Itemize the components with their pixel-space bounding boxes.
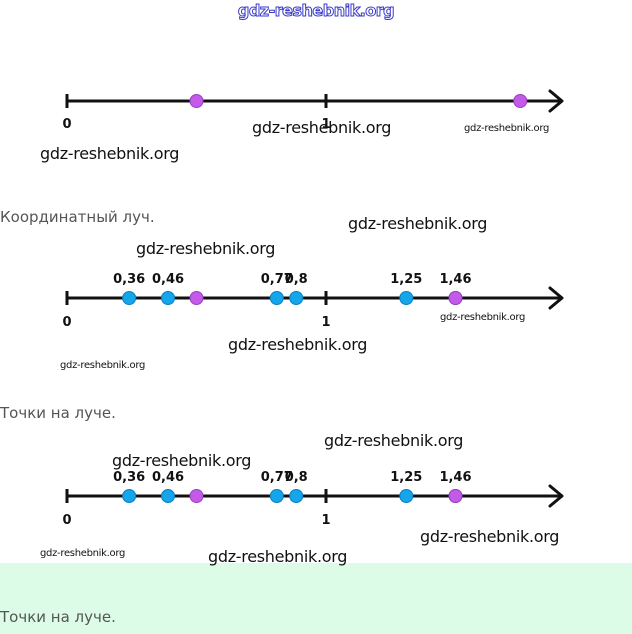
blue-point [161, 291, 176, 305]
origin-label: 0 [62, 315, 71, 330]
watermark: gdz-reshebnik.org [252, 118, 392, 137]
arrow-head [548, 484, 564, 508]
point-label: 1,25 [390, 272, 422, 287]
point-label: 1,46 [439, 272, 471, 287]
origin-label: 0 [62, 117, 71, 132]
watermark: gdz-reshebnik.org [208, 547, 348, 566]
blue-point [399, 291, 414, 305]
purple-point [189, 489, 204, 503]
blue-point [161, 489, 176, 503]
coordinate-ray-3: 0 1 0,36 0,46 0,770,8 1,25 1,46 [62, 470, 564, 528]
point-label: 0,77 [261, 272, 293, 287]
watermark: gdz-reshebnik.org [324, 431, 464, 450]
origin-label: 0 [62, 513, 71, 528]
unit-label: 1 [321, 117, 330, 132]
blue-point [122, 291, 137, 305]
watermark: gdz-reshebnik.org [348, 214, 488, 233]
point-label: 0,8 [285, 272, 308, 287]
caption-points-on-ray: Точки на луче. [0, 404, 116, 422]
watermark: gdz-reshebnik.org [112, 451, 252, 470]
point-label: 0,46 [152, 272, 184, 287]
highlight-band [0, 563, 632, 634]
watermark: gdz-reshebnik.org [440, 312, 526, 323]
point-label: 0,8 [285, 470, 308, 485]
caption-coordinate-ray: Координатный луч. [0, 208, 155, 226]
blue-point [269, 489, 284, 503]
purple-point [189, 291, 204, 305]
blue-point [289, 291, 304, 305]
watermark: gdz-reshebnik.org [40, 144, 180, 163]
header-watermark: gdz-reshebnik.org [237, 1, 395, 21]
watermark: gdz-reshebnik.org [136, 239, 276, 258]
purple-point [189, 94, 204, 108]
purple-point [448, 291, 463, 305]
watermark: gdz-reshebnik.org [420, 527, 560, 546]
caption-points-on-ray-2: Точки на луче. [0, 608, 116, 626]
point-label: 0,36 [113, 470, 145, 485]
arrow-head [548, 286, 564, 310]
purple-point [513, 94, 528, 108]
watermark: gdz-reshebnik.org [464, 123, 550, 134]
watermark: gdz-reshebnik.org [60, 360, 146, 371]
point-label: 0,77 [261, 470, 293, 485]
watermark: gdz-reshebnik.org [228, 335, 368, 354]
point-label: 1,25 [390, 470, 422, 485]
blue-point [269, 291, 284, 305]
unit-label: 1 [321, 315, 330, 330]
blue-point [289, 489, 304, 503]
unit-label: 1 [321, 513, 330, 528]
watermark: gdz-reshebnik.org [40, 548, 126, 559]
blue-point [122, 489, 137, 503]
arrow-head [548, 89, 564, 113]
blue-point [399, 489, 414, 503]
point-label: 0,46 [152, 470, 184, 485]
point-label: 1,46 [439, 470, 471, 485]
purple-point [448, 489, 463, 503]
point-label: 0,36 [113, 272, 145, 287]
coordinate-ray-2: 0 1 0,36 0,46 0,770,8 1,25 1,46 [62, 272, 564, 330]
